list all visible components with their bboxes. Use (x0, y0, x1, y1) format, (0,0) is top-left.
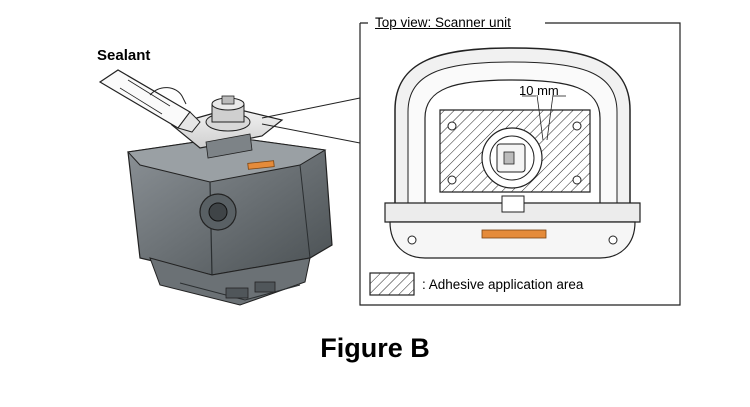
top-view-panel-frame (359, 22, 681, 306)
adhesive-area-legend-text: : Adhesive application area (422, 277, 584, 292)
scanner-unit-3d-view (98, 69, 333, 306)
figure-caption: Figure B (320, 333, 430, 363)
sealant-label: Sealant (97, 47, 151, 64)
top-view-panel-title: Top view: Scanner unit (372, 15, 514, 30)
adhesive-area-legend-swatch (369, 272, 415, 296)
callout-lines (261, 97, 361, 144)
dimension-label: 10 mm (519, 83, 559, 98)
scanner-top-view (384, 47, 641, 259)
